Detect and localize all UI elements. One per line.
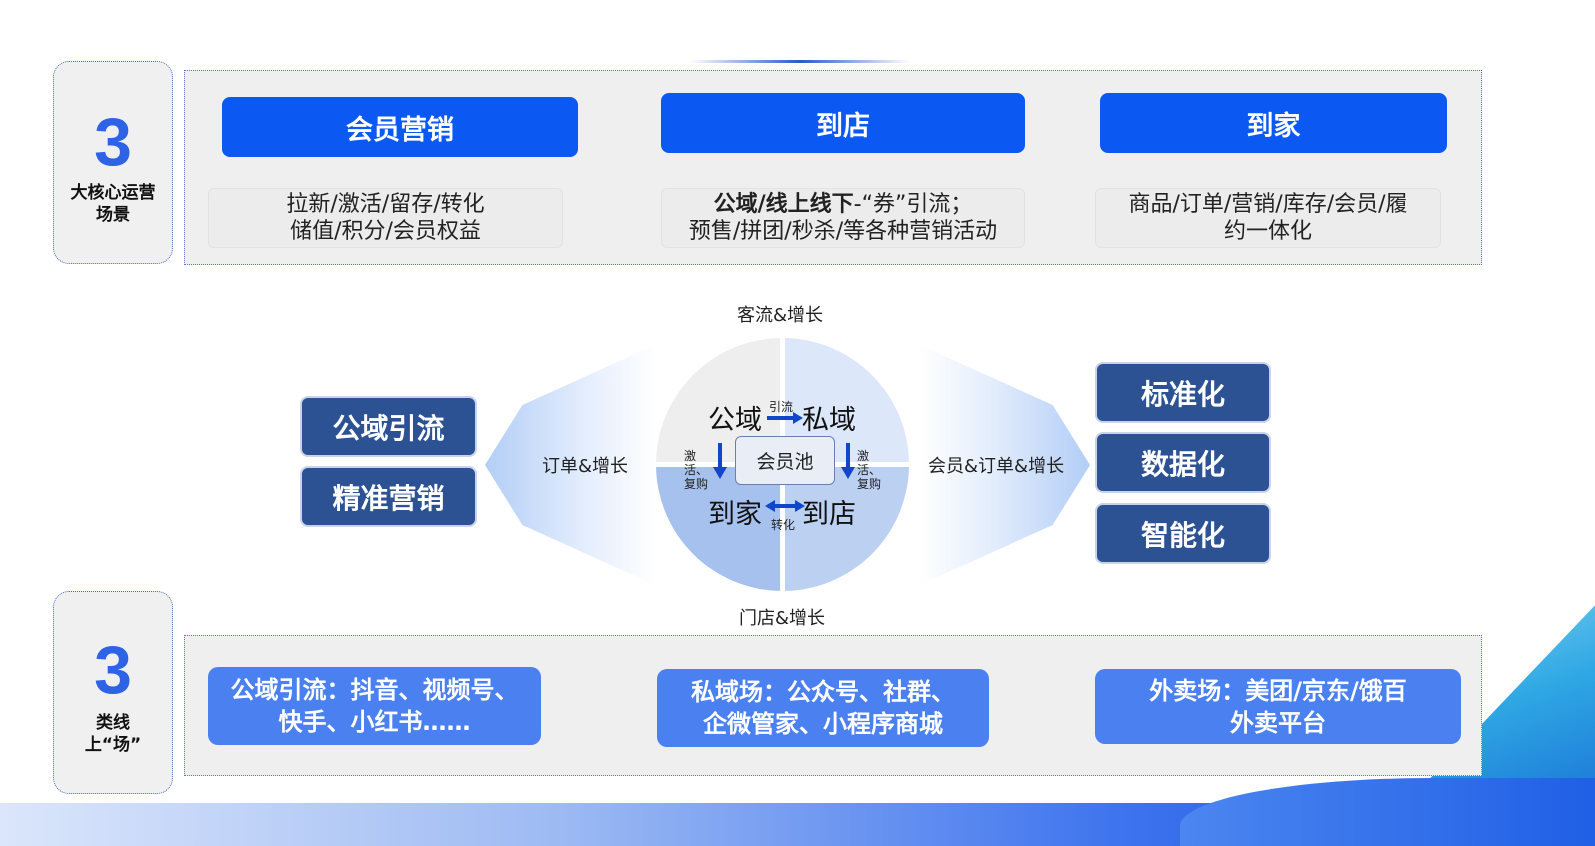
scene-desc-line: 公域/线上线下-“券”引流； (714, 191, 973, 218)
bottom-side-number: 3 (94, 632, 132, 708)
decor-bottom-curve (1180, 778, 1595, 846)
scene-desc-line: 预售/拼团/秒杀/等各种营销活动 (688, 219, 998, 244)
box-digitization: 数据化 (1095, 432, 1271, 493)
circle-quadrant-bottom-right (782, 464, 909, 591)
scene-desc-line: 储值/积分/会员权益 (290, 219, 481, 244)
box-standardization: 标准化 (1095, 362, 1271, 423)
side-label-activate-right: 激活、复购 (857, 449, 882, 491)
channel-line: 外卖平台 (1230, 708, 1326, 737)
channel-line: 企微管家、小程序商城 (703, 710, 943, 738)
label-member-order-growth: 会员&订单&增长 (928, 456, 1065, 477)
scene-title-to-home: 到家 (1100, 93, 1447, 153)
circle-to-home: 到家 (708, 499, 762, 530)
circle-public-domain: 公域 (708, 405, 762, 436)
arrow-right-icon (767, 412, 803, 424)
scene-desc-line: 拉新/激活/留存/转化 (286, 192, 485, 217)
channel-line: 私域场：公众号、社群、 (691, 678, 955, 706)
scene-desc-bold: 公域/线上线下 (713, 192, 854, 217)
label-store-growth: 门店&增长 (739, 608, 826, 629)
arrow-down-left-icon (713, 443, 727, 479)
arrow-down-right-icon (841, 443, 855, 479)
box-precise-marketing: 精准营销 (300, 466, 477, 527)
top-side-label: 3 大核心运营场景 (53, 61, 173, 264)
scene-desc-to-home: 商品/订单/营销/库存/会员/履 约一体化 (1095, 188, 1441, 248)
box-intelligence: 智能化 (1095, 503, 1271, 564)
scene-title-member-marketing: 会员营销 (222, 97, 578, 157)
channel-private-domain: 私域场：公众号、社群、 企微管家、小程序商城 (657, 669, 989, 747)
side-label-activate-left: 激活、复购 (684, 449, 709, 491)
channel-line: 快手、小红书…… (278, 708, 471, 736)
scene-desc-member-marketing: 拉新/激活/留存/转化 储值/积分/会员权益 (208, 188, 563, 248)
scene-desc-line: 约一体化 (1223, 219, 1312, 244)
top-side-number: 3 (94, 104, 132, 180)
arrow-label-conversion: 转化 (771, 518, 796, 532)
decor-top-line (690, 60, 910, 63)
channel-line: 外卖场：美团/京东/饿百 (1149, 676, 1407, 705)
channel-line: 公域引流：抖音、视频号、 (230, 676, 519, 704)
circle-private-domain: 私域 (802, 405, 856, 436)
circle-quadrant-bottom-left (656, 464, 783, 591)
scene-desc-to-store: 公域/线上线下-“券”引流； 预售/拼团/秒杀/等各种营销活动 (661, 188, 1025, 248)
bottom-side-label: 3 类线上“场” (53, 591, 173, 794)
label-traffic-growth: 客流&增长 (737, 305, 824, 326)
label-order-growth: 订单&增长 (542, 456, 629, 477)
scene-desc-rest: -“券”引流； (853, 192, 973, 217)
channel-public-traffic: 公域引流：抖音、视频号、 快手、小红书…… (208, 667, 541, 745)
scene-desc-line: 商品/订单/营销/库存/会员/履 (1128, 192, 1408, 217)
arrow-bidirectional-icon (765, 500, 805, 512)
circle-to-store: 到店 (802, 499, 856, 530)
channel-takeout: 外卖场：美团/京东/饿百 外卖平台 (1095, 669, 1461, 744)
top-side-text: 大核心运营场景 (70, 183, 156, 225)
box-public-traffic: 公域引流 (300, 396, 477, 457)
scene-title-to-store: 到店 (661, 93, 1025, 153)
bottom-side-text: 类线上“场” (84, 713, 142, 755)
arrow-label-traffic: 引流 (769, 400, 794, 414)
member-pool-box: 会员池 (735, 436, 835, 485)
